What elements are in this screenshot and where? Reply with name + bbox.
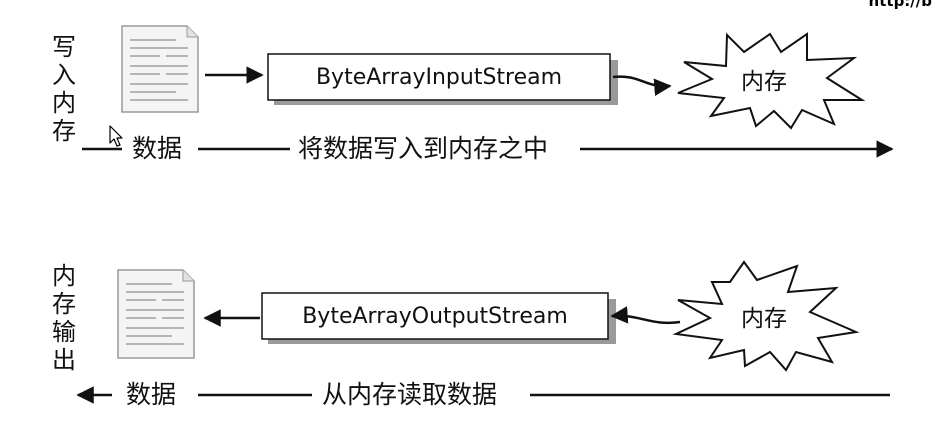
- top-data-label: 数据: [126, 134, 189, 164]
- bottom-data-label: 数据: [120, 380, 183, 410]
- bottom-memory-to-stream-arrow: [610, 306, 681, 325]
- top-side-label: 写入内存: [52, 33, 76, 145]
- corner-watermark-text: http://b: [868, 0, 932, 10]
- top-flow-label: 将数据写入到内存之中: [292, 134, 555, 164]
- top-memory-burst: [677, 32, 866, 130]
- bottom-flow-label: 从内存读取数据: [316, 380, 504, 410]
- top-stream-to-memory-arrow: [612, 75, 672, 96]
- top-stream-box-label: ByteArrayInputStream: [315, 65, 563, 90]
- bottom-burst-label: 内存: [741, 306, 787, 332]
- top-stream-box: [267, 53, 618, 105]
- bottom-stream-box-label: ByteArrayOutputStream: [302, 304, 568, 329]
- bottom-side-label: 内存输出: [52, 262, 76, 374]
- mouse-cursor-icon: [109, 125, 123, 147]
- bottom-document-icon: [117, 269, 195, 359]
- top-document-icon: [121, 25, 199, 113]
- bottom-memory-burst: [672, 260, 860, 372]
- top-burst-label: 内存: [741, 69, 787, 95]
- bottom-stream-box: [261, 292, 616, 344]
